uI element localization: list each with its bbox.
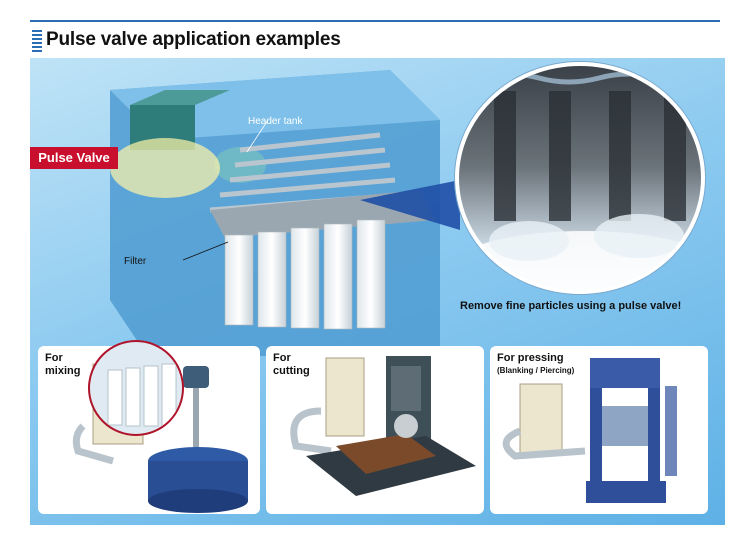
filter-zoom-image <box>107 363 177 427</box>
filter-closeup-image <box>459 71 701 290</box>
card-pressing-title: For pressing <box>497 352 564 364</box>
title-bar-icon <box>32 30 42 52</box>
card-pressing-subtitle: (Blanking / Piercing) <box>497 366 575 375</box>
card-cutting: For cutting <box>266 346 484 514</box>
card-mixing-title: For mixing <box>45 352 81 377</box>
filter-zoom-circle <box>88 340 184 436</box>
filter-closeup-circle <box>455 62 705 294</box>
card-pressing: For pressing (Blanking / Piercing) <box>490 346 708 514</box>
caption-text: Remove fine particles using a pulse valv… <box>460 300 682 312</box>
dust-collector-illustration <box>110 70 460 360</box>
card-cutting-title: For cutting <box>273 352 310 377</box>
pressing-illustration <box>502 358 677 503</box>
pulse-valve-label: Pulse Valve <box>30 147 118 169</box>
header-tank-label: Header tank <box>248 116 303 127</box>
page-title: Pulse valve application examples <box>46 29 341 50</box>
title-rule <box>30 20 720 22</box>
cutting-illustration <box>290 356 476 496</box>
filter-label: Filter <box>124 256 147 267</box>
